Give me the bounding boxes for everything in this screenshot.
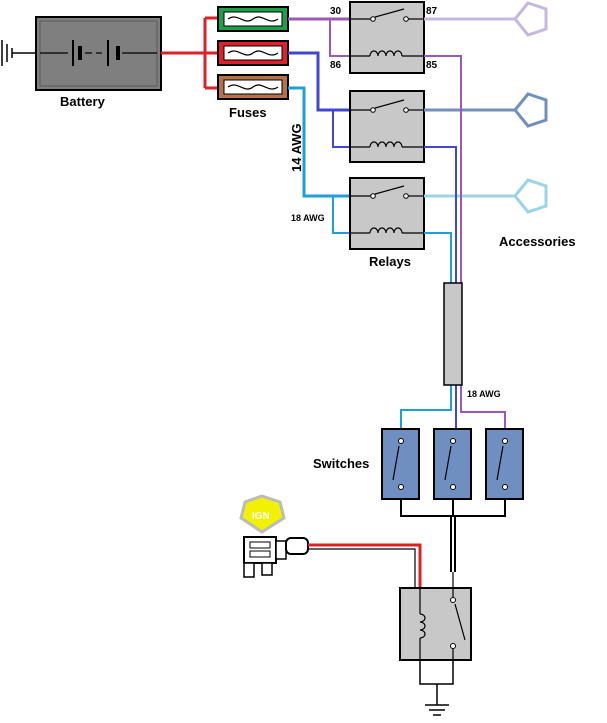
wire-ign-feed	[308, 543, 422, 588]
wire-purple-coil	[329, 19, 350, 57]
relays-label: Relays	[369, 254, 411, 269]
switches-label: Switches	[313, 456, 369, 471]
wire-14awg-label: 14 AWG	[289, 123, 304, 172]
wire-coil-lightblue-down	[400, 232, 452, 429]
wire-18awg-label-left: 18 AWG	[291, 213, 325, 223]
relay-ground-symbol	[419, 660, 454, 716]
switch-ground-bus	[400, 499, 506, 572]
ign-indicator	[239, 494, 286, 534]
accessory-3	[513, 178, 548, 214]
fuses-label: Fuses	[229, 105, 267, 120]
switch-3	[485, 428, 524, 500]
wire-loom	[443, 282, 463, 386]
accessory-1	[513, 1, 548, 37]
relay-2	[349, 90, 425, 163]
battery-ground-symbol	[1, 40, 36, 66]
switch-1	[381, 428, 420, 500]
wire-lightblue-coil	[332, 196, 350, 234]
trigger-relay	[399, 572, 472, 661]
wire-18awg-label-right: 18 AWG	[467, 389, 501, 399]
battery	[35, 16, 162, 91]
wire-coil-purple-down	[424, 55, 506, 429]
battery-label: Battery	[60, 94, 106, 109]
switch-2	[433, 428, 472, 500]
pin-85-label: 85	[426, 60, 438, 71]
wire-ign-feed-shadow	[308, 548, 416, 588]
pin-86-label: 86	[330, 60, 342, 71]
wire-lightblue-main	[288, 86, 350, 198]
accessories-label: Accessories	[499, 234, 576, 249]
wire-battery-to-fuses	[161, 16, 218, 90]
ign-label: IGN	[252, 511, 270, 522]
relay-1	[349, 1, 425, 74]
wire-blue-coil	[332, 110, 350, 148]
fuse-red	[217, 40, 289, 66]
pin-30-label: 30	[330, 6, 342, 17]
relay-3	[349, 177, 425, 250]
accessory-2	[513, 92, 548, 128]
fuse-brown	[217, 74, 289, 100]
fuse-green	[217, 6, 289, 32]
add-a-fuse-tap	[243, 536, 309, 578]
pin-87-label: 87	[426, 6, 438, 17]
